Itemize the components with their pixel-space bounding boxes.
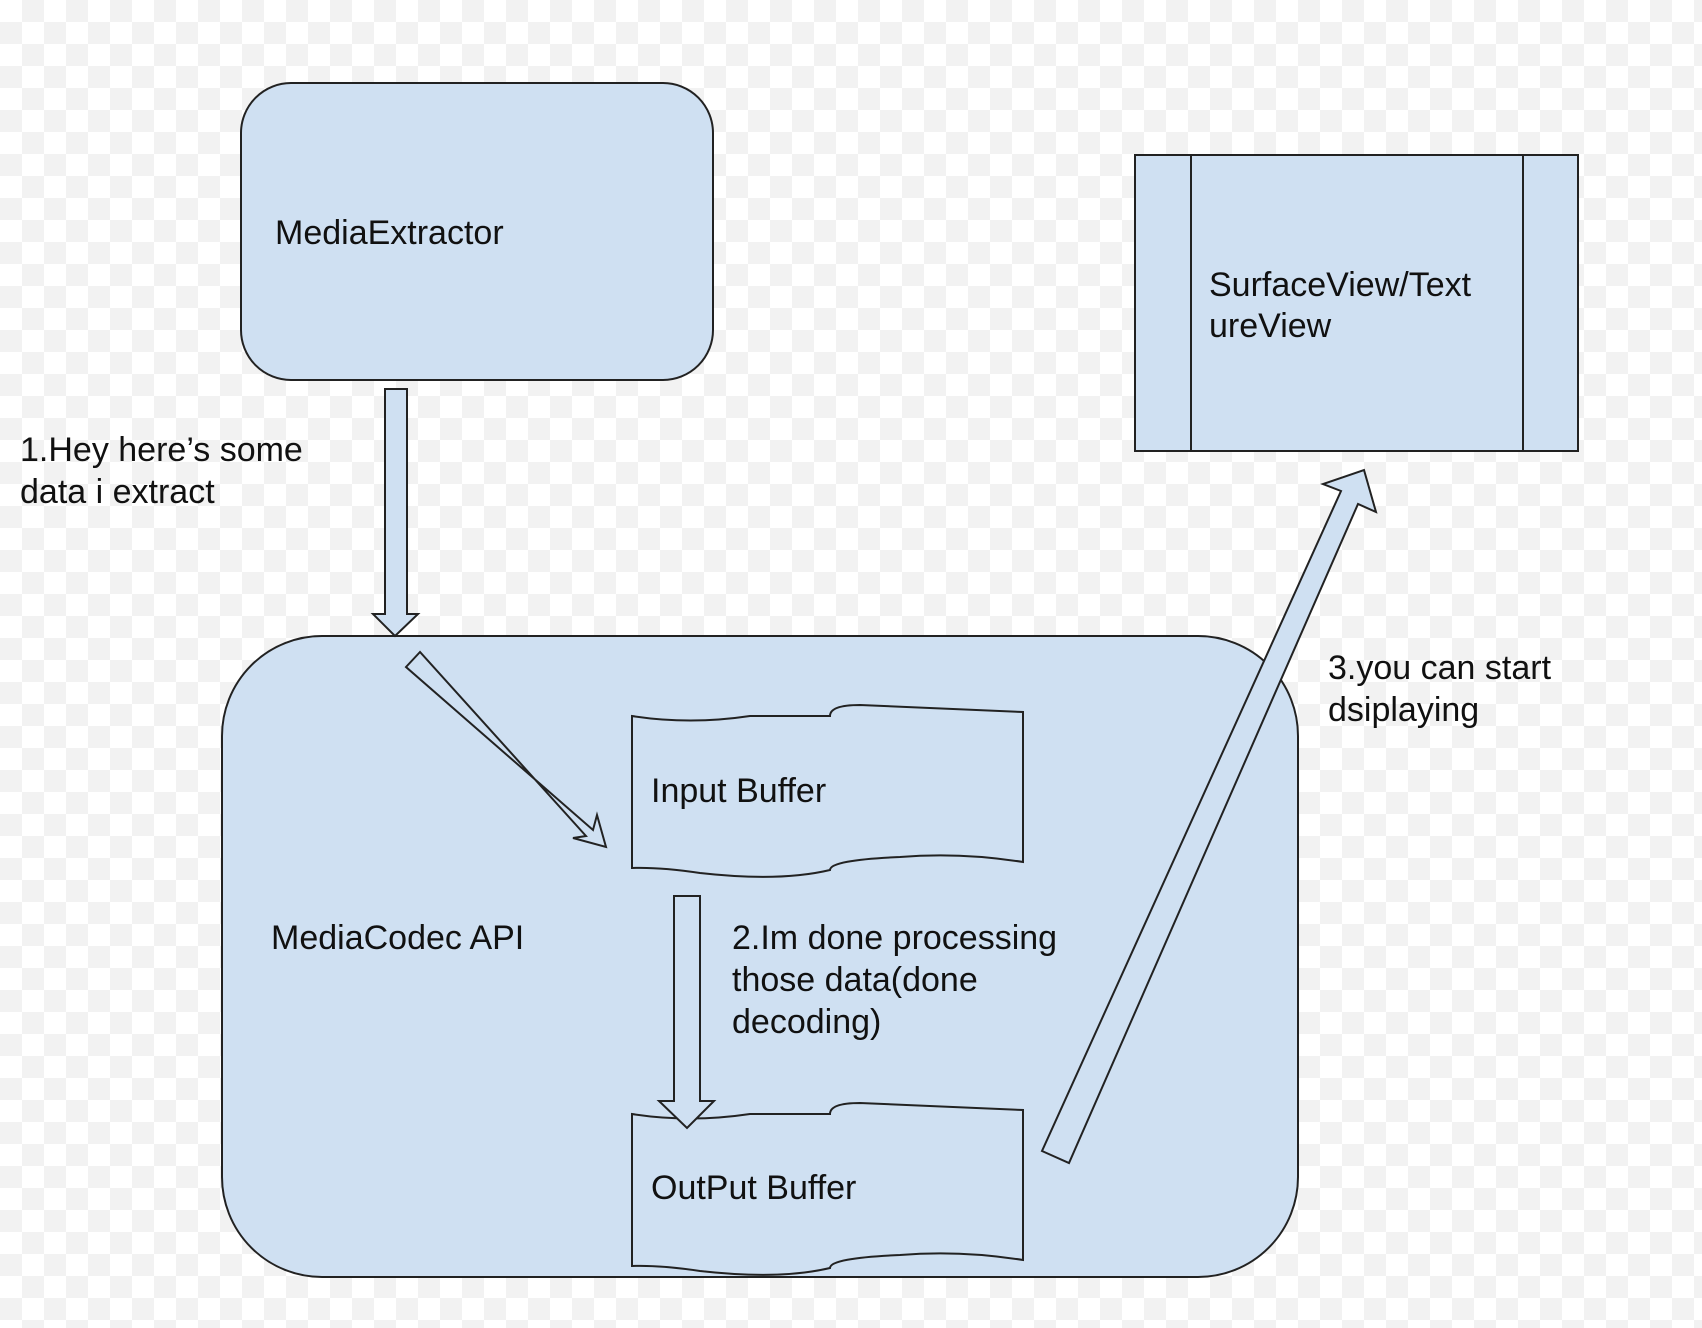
arrow-to-input-buffer[interactable] [404, 650, 608, 849]
media-codec-container[interactable]: MediaCodec API [221, 635, 1299, 1278]
output-buffer-label: OutPut Buffer [651, 1169, 856, 1207]
svg-text:3.you can start: 3.you can start [1328, 649, 1552, 687]
step2-label: 2.Im done processing those data(done dec… [732, 919, 1057, 1041]
media-extractor-box[interactable]: MediaExtractor [240, 82, 714, 381]
step3-label: 3.you can start dsiplaying [1328, 649, 1552, 729]
arrow-extractor-to-codec[interactable] [370, 388, 421, 638]
arrow-output-to-surface[interactable] [1040, 468, 1378, 1165]
svg-text:those data(done: those data(done [732, 961, 978, 999]
surface-view-label-line2: ureView [1209, 307, 1332, 345]
svg-text:data i extract: data i extract [20, 473, 215, 511]
surface-view-box[interactable]: SurfaceView/Text ureView [1134, 154, 1579, 452]
media-codec-label: MediaCodec API [271, 919, 524, 957]
step1-label: 1.Hey here’s some data i extract [20, 431, 303, 511]
svg-text:dsiplaying: dsiplaying [1328, 691, 1479, 729]
svg-text:1.Hey here’s some: 1.Hey here’s some [20, 431, 303, 469]
input-buffer[interactable]: Input Buffer [631, 703, 1024, 878]
output-buffer[interactable]: OutPut Buffer [631, 1101, 1024, 1276]
input-buffer-label: Input Buffer [651, 772, 826, 810]
media-extractor-label: MediaExtractor [275, 214, 504, 252]
arrow-input-to-output[interactable] [656, 895, 717, 1130]
surface-view-label-line1: SurfaceView/Text [1209, 266, 1472, 304]
svg-text:decoding): decoding) [732, 1003, 881, 1041]
svg-text:2.Im done processing: 2.Im done processing [732, 919, 1057, 957]
